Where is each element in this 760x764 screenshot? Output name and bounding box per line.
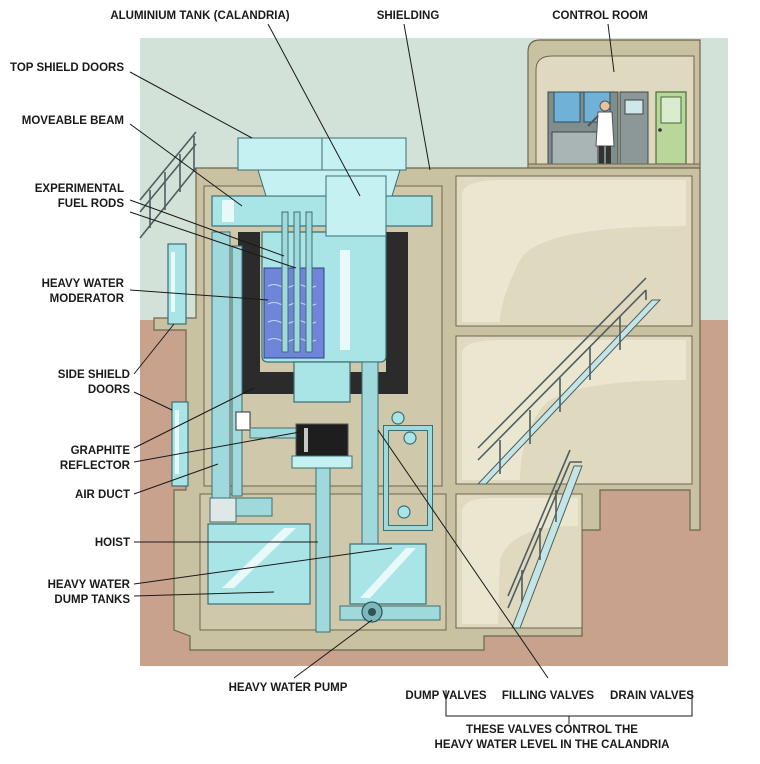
- calandria-shine: [340, 250, 350, 350]
- label-valves-note-2: HEAVY WATER LEVEL IN THE CALANDRIA: [435, 739, 670, 751]
- graphite-reflector-right: [386, 232, 408, 392]
- reactor-core: [211, 137, 433, 403]
- control-window-1: [553, 91, 581, 123]
- pump-pipe: [339, 605, 441, 621]
- graphite-drum: [295, 423, 349, 457]
- control-desk: [551, 131, 599, 165]
- drum-base: [291, 455, 353, 469]
- label-heavy-water-dump-tanks-1: HEAVY WATER: [48, 579, 131, 591]
- side-shield-door-upper: [167, 243, 187, 325]
- label-shielding: SHIELDING: [377, 10, 440, 22]
- heavy-water-ripples: [267, 284, 317, 342]
- scientist-figure: [587, 100, 615, 164]
- side-components: [167, 231, 273, 523]
- lower-machinery: [249, 361, 433, 633]
- valve-3: [397, 505, 411, 519]
- lower-right-room-arch: [462, 498, 578, 624]
- label-hoist: HOIST: [95, 537, 130, 549]
- label-graphite-reflector-1: GRAPHITE: [71, 445, 131, 457]
- labels: ALUMINIUM TANK (CALANDRIA) SHIELDING CON…: [10, 10, 694, 751]
- label-control-room: CONTROL ROOM: [552, 10, 648, 22]
- door-window: [660, 96, 682, 124]
- dump-tank-left: [207, 523, 311, 605]
- valve-1: [391, 411, 405, 425]
- graphite-reflector-left: [238, 232, 260, 392]
- experimental-fuel-rods: [281, 211, 313, 353]
- label-heavy-water-dump-tanks-2: DUMP TANKS: [54, 594, 130, 606]
- dump-tank-right: [349, 543, 427, 605]
- label-dump-valves: DUMP VALVES: [405, 690, 486, 702]
- wall-hatch: [235, 411, 251, 431]
- staircases: [139, 131, 662, 629]
- moveable-beam: [211, 195, 433, 227]
- label-top-shield-doors: TOP SHIELD DOORS: [10, 62, 124, 74]
- label-valves-note-1: THESE VALVES CONTROL THE: [466, 724, 638, 736]
- instrument-screen: [624, 99, 644, 115]
- valve-pipe-loop-inner: [384, 426, 432, 530]
- label-experimental-fuel-rods-2: FUEL RODS: [58, 198, 125, 210]
- air-duct-vent: [209, 497, 237, 523]
- label-heavy-water-moderator-1: HEAVY WATER: [42, 278, 125, 290]
- label-experimental-fuel-rods-1: EXPERIMENTAL: [35, 183, 124, 195]
- calandria-outlet: [293, 361, 351, 403]
- hoist-column: [315, 467, 331, 633]
- label-heavy-water-pump: HEAVY WATER PUMP: [229, 682, 348, 694]
- label-side-shield-doors-2: DOORS: [88, 384, 131, 396]
- lower-stair: [507, 449, 583, 629]
- label-graphite-reflector-2: REFLECTOR: [60, 460, 131, 472]
- beam-shine: [222, 200, 234, 222]
- label-drain-valves: DRAIN VALVES: [610, 690, 694, 702]
- label-air-duct: AIR DUCT: [75, 489, 130, 501]
- air-duct-inner: [231, 245, 243, 497]
- leader-lines: [129, 23, 693, 724]
- air-duct-vertical: [211, 231, 231, 499]
- valve-2: [403, 431, 417, 445]
- upper-right-room-arch: [462, 180, 686, 322]
- label-heavy-water-moderator-2: MODERATOR: [50, 293, 125, 305]
- label-filling-valves: FILLING VALVES: [502, 690, 595, 702]
- label-moveable-beam: MOVEABLE BEAM: [22, 115, 124, 127]
- label-side-shield-doors-1: SIDE SHIELD: [58, 369, 130, 381]
- label-aluminium-tank: ALUMINIUM TANK (CALANDRIA): [110, 10, 289, 22]
- outside-stair: [139, 131, 197, 239]
- calandria-upper-cylinder: [325, 175, 387, 237]
- side-shield-door-lower: [171, 401, 189, 487]
- upper-stair: [476, 277, 662, 485]
- control-room-building: [527, 39, 701, 171]
- door-handle: [658, 128, 662, 132]
- dump-tanks: [207, 523, 441, 623]
